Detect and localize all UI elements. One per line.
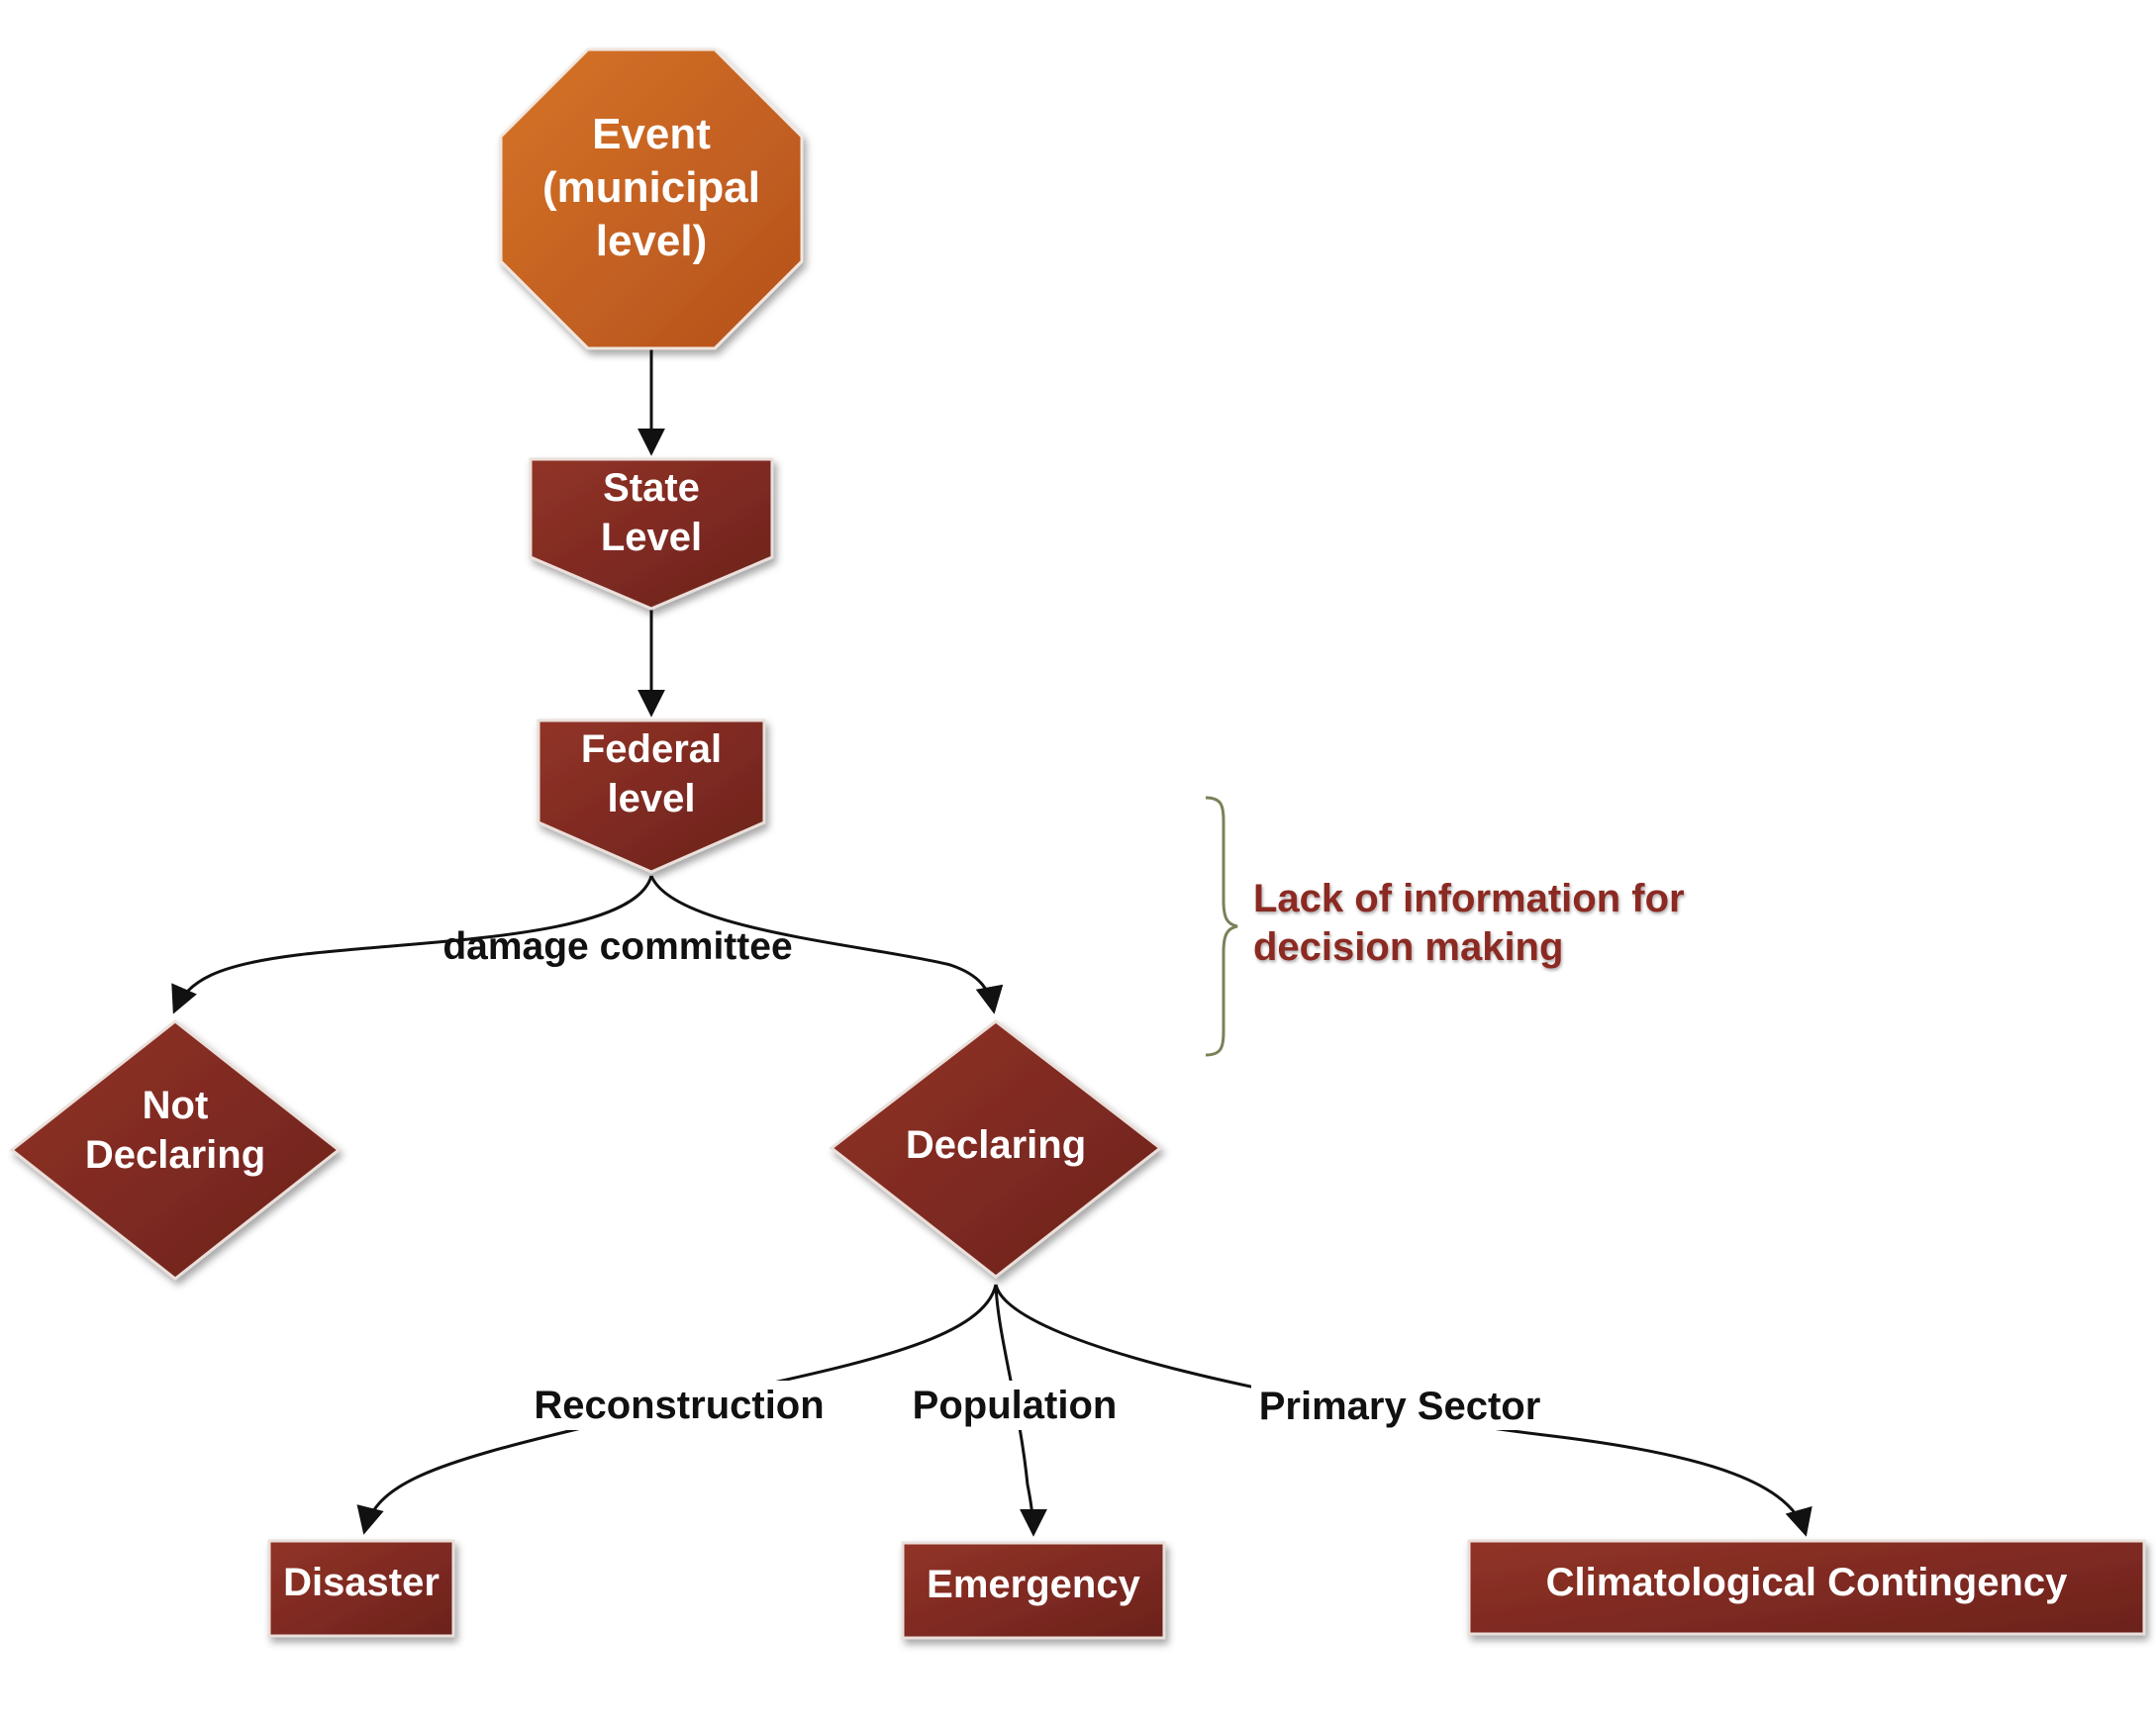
reconstruction-label: Reconstruction: [534, 1384, 824, 1427]
annotation-line-1: Lack of information for: [1253, 877, 1685, 920]
declaring-node: Declaring: [829, 1019, 1163, 1279]
declaring-label: Declaring: [906, 1123, 1086, 1167]
state-label-line-1: State: [603, 466, 700, 510]
edge-federal-to-declaring: [649, 875, 1004, 1014]
state-level-node: State Level: [529, 457, 774, 611]
not-declaring-label-line-2: Declaring: [85, 1133, 265, 1177]
climatological-contingency-label: Climatological Contingency: [1546, 1561, 2068, 1604]
edge-declaring-to-emergency: [994, 1284, 1047, 1537]
annotation-line-2: decision making: [1253, 925, 1563, 969]
not-declaring-label-line-1: Not: [143, 1084, 209, 1127]
not-declaring-node: Not Declaring: [9, 1019, 342, 1281]
disaster-node: Disaster: [267, 1539, 455, 1638]
edge-federal-to-not-declaring: [171, 875, 653, 1014]
event-node: Event (municipal level): [499, 48, 804, 350]
edge-labels: damage committee Reconstruction Populati…: [442, 925, 1550, 1430]
federal-level-node: Federal level: [537, 719, 766, 874]
damage-committee-label: damage committee: [442, 925, 792, 968]
annotation-brace: [1205, 796, 1238, 1057]
event-label-line-2: (municipal: [542, 163, 760, 212]
emergency-label: Emergency: [927, 1563, 1140, 1606]
disaster-label: Disaster: [283, 1561, 440, 1604]
federal-label-line-2: level: [608, 777, 696, 820]
event-label-line-1: Event: [592, 110, 711, 158]
annotation-text: Lack of information for decision making: [1253, 877, 1685, 969]
state-label-line-2: Level: [601, 516, 702, 559]
population-label: Population: [913, 1384, 1118, 1427]
climatological-contingency-node: Climatological Contingency: [1467, 1539, 2146, 1636]
emergency-node: Emergency: [901, 1541, 1166, 1640]
event-label-line-3: level): [596, 217, 708, 265]
primary-sector-label: Primary Sector: [1259, 1385, 1541, 1428]
federal-label-line-1: Federal: [581, 727, 722, 771]
